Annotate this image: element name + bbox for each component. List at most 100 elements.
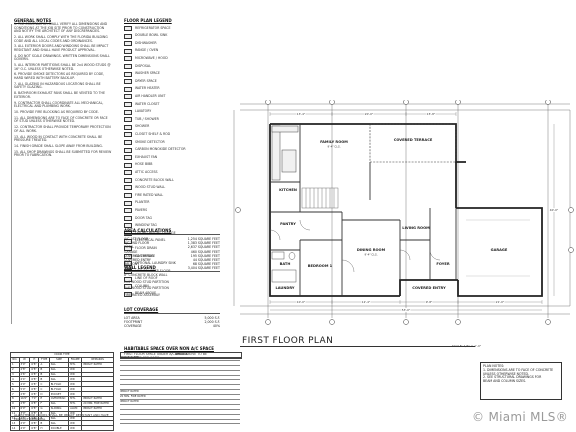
area-value: 1,383 SQUARE FEET bbox=[187, 241, 220, 246]
legend-symbol bbox=[124, 208, 132, 214]
legend-label: CONCRETE BLOCK WALL bbox=[135, 177, 174, 182]
wall-legend-item: 2x6 WOOD STUD PARTITION bbox=[124, 286, 169, 291]
general-notes-body: 1. THE CONTRACTOR SHALL VERIFY ALL DIMEN… bbox=[14, 22, 112, 158]
legend-label: TUB / SHOWER bbox=[135, 116, 159, 121]
table-cell: 14 bbox=[10, 425, 20, 432]
plan-note-line: BEAM AND COLUMN SIZES. bbox=[483, 379, 527, 384]
legend-symbol bbox=[124, 101, 132, 107]
legend-label: DRYER SPACE bbox=[135, 78, 157, 83]
legend-symbol bbox=[124, 215, 132, 221]
general-notes-heading: GENERAL NOTES bbox=[14, 18, 52, 23]
general-note-8: 8. BATHROOM EXHAUST FANS SHALL BE VENTED… bbox=[14, 91, 105, 99]
general-note-7: 7. ALL GLAZING IN HAZARDOUS LOCATIONS SH… bbox=[14, 81, 101, 90]
legend-symbol bbox=[124, 223, 132, 229]
legend-item: CLOSET SHELF & ROD bbox=[124, 132, 214, 138]
room-pantry: PANTRY bbox=[280, 222, 296, 226]
legend-item: TUB / SHOWER bbox=[124, 116, 214, 123]
dim-top-2: 20'-0" bbox=[364, 112, 374, 116]
legend-item: FLOOR DRAIN bbox=[124, 246, 214, 252]
room-bedroom-1: BEDROOM 1 bbox=[307, 264, 333, 268]
legend-label: PAVERS bbox=[135, 207, 148, 212]
plan-note-line: 2. SEE STRUCTURAL DRAWINGS FOR bbox=[483, 375, 542, 380]
room-garage: GARAGE bbox=[490, 248, 508, 252]
legend-symbol bbox=[124, 170, 132, 176]
legend-label: DISHWASHER bbox=[135, 40, 157, 45]
notes-border-line bbox=[11, 24, 12, 324]
legend-label: BEAM ABOVE bbox=[135, 291, 157, 296]
legend-label: EXHAUST FAN bbox=[135, 154, 158, 159]
legend-item: SHOWER bbox=[124, 124, 214, 130]
remarks-row: 20 MIN. FIRE RATED bbox=[120, 395, 240, 401]
legend-item: ELECTRICAL PANEL bbox=[124, 238, 214, 244]
legend-item: EXHAUST FAN bbox=[124, 154, 214, 161]
wall-legend-heading: WALL LEGEND bbox=[124, 265, 156, 270]
legend-symbol bbox=[124, 33, 132, 39]
legend-items: REFRIGERATOR SPACE DOUBLE BOWL SINK DISHWA… bbox=[124, 26, 214, 297]
general-note-11: 11. ALL DIMENSIONS ARE TO FACE OF CONCRE… bbox=[14, 115, 108, 124]
legend-item: DISHWASHER bbox=[124, 40, 214, 47]
legend-item: BEAM ABOVE bbox=[124, 291, 214, 297]
legend-symbol bbox=[124, 193, 132, 199]
remarks-row bbox=[120, 371, 240, 376]
area-value: 1,254 SQUARE FEET bbox=[187, 237, 220, 241]
general-note-12: 12. CONTRACTOR SHALL PROVIDE TEMPORARY P… bbox=[14, 125, 111, 133]
legend-item: PLANTER bbox=[124, 200, 214, 206]
area-value: 68 SQUARE FEET bbox=[192, 262, 220, 267]
remarks-row bbox=[120, 361, 240, 366]
lot-coverage-heading: LOT COVERAGE bbox=[124, 307, 159, 312]
legend-symbol bbox=[124, 162, 132, 168]
legend-label: DOOR TAG bbox=[135, 215, 152, 220]
area-label: A/C 1ST FLOOR bbox=[124, 237, 149, 241]
general-note-2: 2. ALL WORK SHALL COMPLY WITH THE FLORID… bbox=[14, 34, 108, 43]
legend-item: CARBON MONOXIDE DETECTOR bbox=[124, 147, 214, 153]
legend-label: DOUBLE BOWL SINK bbox=[135, 33, 168, 38]
legend-label: REFRIGERATOR SPACE bbox=[135, 25, 171, 30]
legend-label: ELECTRICAL PANEL bbox=[135, 238, 166, 243]
legend-item: WATER HEATER bbox=[124, 86, 214, 92]
legend-label: AIR HANDLER UNIT bbox=[135, 94, 166, 99]
remarks-heading: REMARKS bbox=[121, 353, 241, 358]
legend-symbol bbox=[124, 79, 132, 85]
habitable-heading: HABITABLE SPACE OVER NON A/C SPACE bbox=[124, 346, 214, 351]
legend-symbol bbox=[124, 86, 132, 92]
wall-legend-item: 2x4 WOOD STUD PARTITION bbox=[124, 279, 169, 284]
legend-heading: FLOOR PLAN LEGEND bbox=[124, 18, 172, 23]
legend-label: LINE OF ROOF bbox=[135, 276, 158, 281]
room-living: LIVING ROOM bbox=[402, 226, 430, 230]
legend-label: OPTIONAL LAUNDRY SINK bbox=[135, 261, 176, 266]
legend-label: HOSE BIBB bbox=[135, 162, 153, 167]
legend-symbol bbox=[124, 124, 132, 130]
table-cell: 6'8" bbox=[29, 425, 40, 432]
legend-symbol bbox=[124, 276, 132, 282]
remarks-row: IMPACT RATED bbox=[120, 356, 240, 361]
legend-item: WATER CLOSET bbox=[124, 101, 214, 107]
area-value: 44 SQUARE FEET bbox=[192, 258, 220, 263]
room-dining: DINING ROOM bbox=[356, 248, 386, 252]
room-covered-terrace: COVERED TERRACE bbox=[393, 138, 433, 142]
general-notes: GENERAL NOTES 1. THE CONTRACTOR SHALL VE… bbox=[14, 18, 112, 160]
room-laundry: LAUNDRY bbox=[275, 286, 295, 290]
floor-plan-drawing: FAMILY ROOM 9'-4" CLG. COVERED TERRACE K… bbox=[230, 100, 576, 330]
lot-value: 2,000 S.F. bbox=[204, 320, 220, 325]
lot-value: 40% bbox=[212, 324, 220, 329]
lot-divider bbox=[124, 313, 220, 314]
legend-label: COLUMN bbox=[135, 283, 149, 288]
general-note-1: 1. THE CONTRACTOR SHALL VERIFY ALL DIMEN… bbox=[14, 22, 108, 34]
legend-label: CEILING HEIGHT CHANGE bbox=[135, 230, 176, 235]
legend-label: GAS METER bbox=[135, 253, 154, 258]
legend-symbol bbox=[124, 71, 132, 77]
